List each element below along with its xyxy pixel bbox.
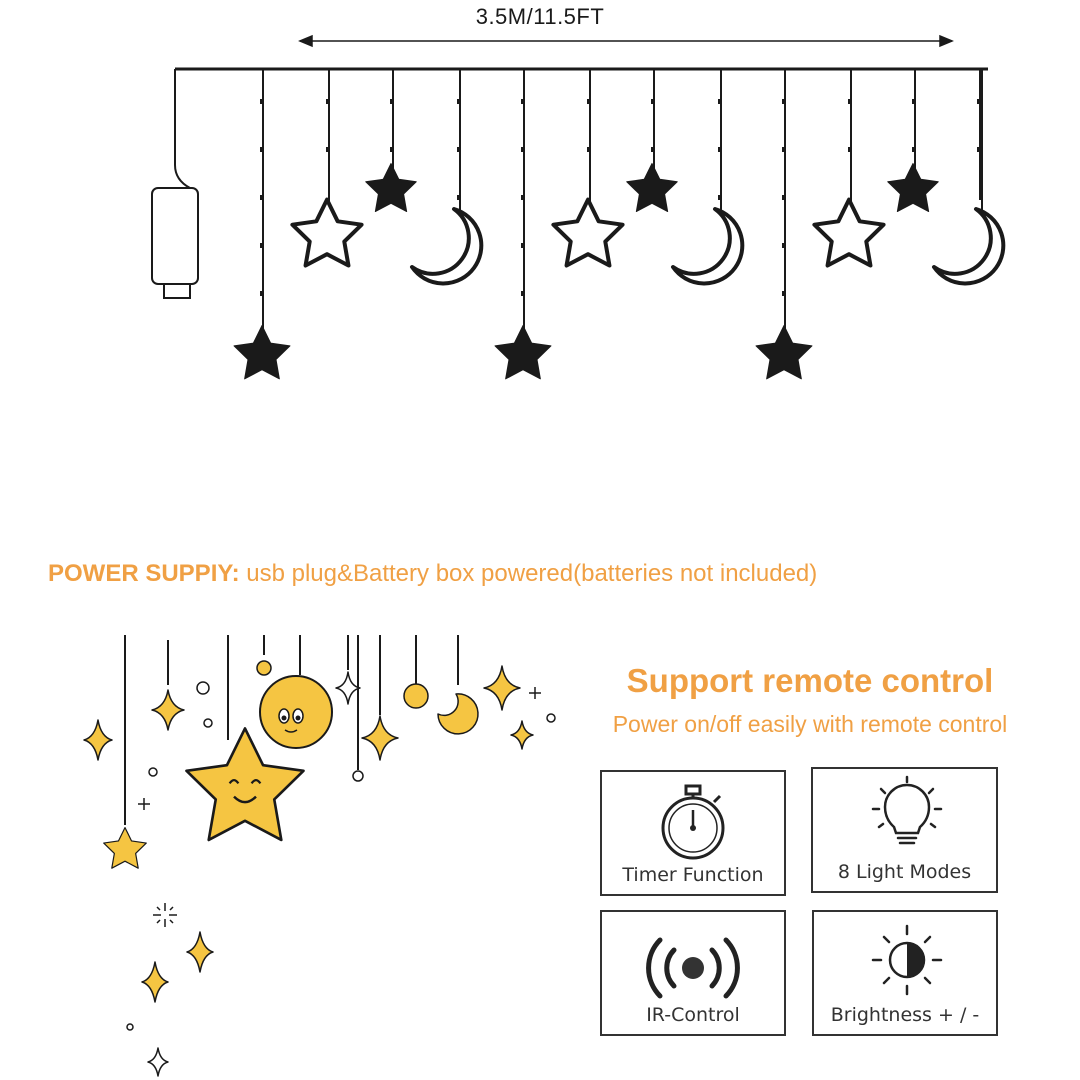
hollow-star-bulb — [551, 197, 625, 268]
feature-ir-control-label: IR-Control — [646, 1004, 740, 1026]
light-drops — [233, 69, 1006, 380]
power-supply-label: POWER SUPPIY: — [48, 560, 240, 587]
brightness-icon — [871, 924, 943, 996]
black-star-bulb — [365, 162, 417, 213]
hollow-star-bulb — [812, 197, 886, 268]
black-star-bulb — [494, 325, 552, 380]
hanging-stars-illustration — [83, 635, 556, 1077]
remote-control-subtitle: Power on/off easily with remote control — [612, 711, 1008, 737]
feature-timer-label: Timer Function — [622, 864, 764, 886]
smiling-star — [185, 727, 305, 842]
feature-timer: Timer Function — [600, 770, 786, 896]
smiling-moon — [259, 675, 333, 749]
power-supply-text: POWER SUPPIY: usb plug&Battery box power… — [48, 560, 817, 588]
feature-light-modes: 8 Light Modes — [811, 767, 998, 893]
moon-bulb — [671, 207, 745, 286]
black-star-bulb — [887, 162, 939, 213]
usb-plug — [151, 69, 199, 299]
black-star-bulb — [755, 325, 813, 380]
light-bulb-icon — [871, 775, 943, 845]
black-star-bulb — [233, 325, 291, 380]
power-supply-value: usb plug&Battery box powered(batteries n… — [239, 560, 818, 587]
dimension-arrow — [298, 34, 954, 48]
feature-ir-control: IR-Control — [600, 910, 786, 1036]
black-star-bulb — [626, 162, 678, 213]
feature-brightness: Brightness + / - — [812, 910, 998, 1036]
moon-bulb — [932, 207, 1006, 286]
string-light-diagram — [151, 34, 1006, 380]
feature-light-modes-label: 8 Light Modes — [837, 861, 972, 883]
feature-brightness-label: Brightness + / - — [830, 1004, 980, 1026]
stopwatch-icon — [661, 784, 725, 860]
ir-signal-icon — [646, 937, 740, 999]
remote-control-title: Support remote control — [626, 662, 994, 699]
hollow-star-bulb — [290, 197, 364, 268]
moon-bulb — [410, 207, 484, 286]
dimension-label: 3.5M/11.5FT — [475, 4, 605, 29]
